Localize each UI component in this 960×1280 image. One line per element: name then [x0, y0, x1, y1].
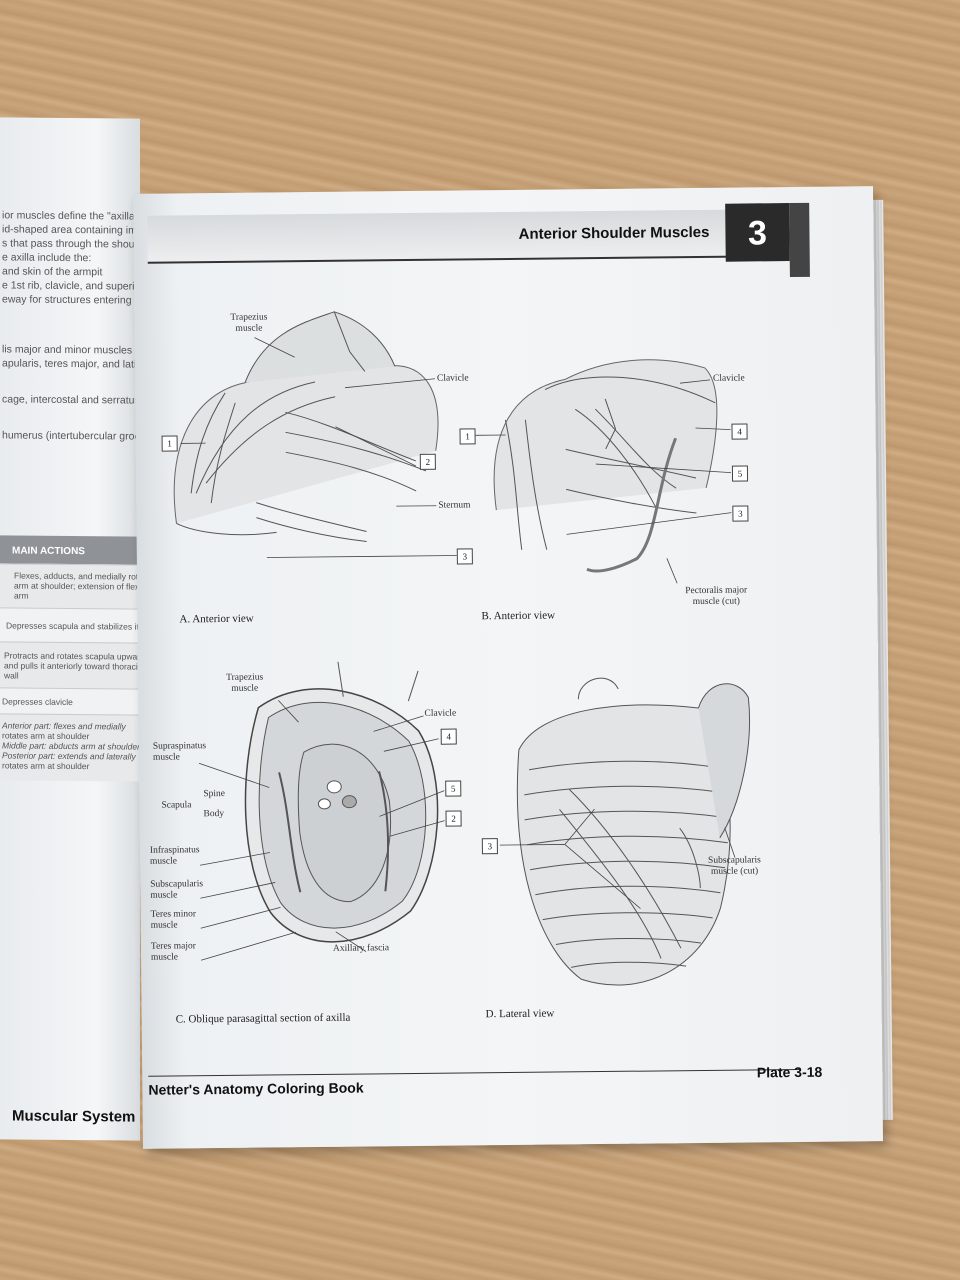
footer-plate-number: Plate 3-18 [756, 1063, 823, 1081]
anatomy-illustrations [173, 311, 751, 986]
figure-a-drawing [173, 311, 439, 542]
label-teres-major-c: Teres major muscle [150, 941, 196, 963]
figure-d-drawing [516, 677, 751, 986]
left-text-line: e axilla include the: [2, 251, 92, 265]
action-text: arm at shoulder; extension of flexed [14, 580, 140, 592]
number-box[interactable]: 2 [419, 453, 436, 470]
figure-c-title: C. Oblique parasagittal section of axill… [175, 1011, 351, 1026]
left-text-line: and skin of the armpit [2, 265, 103, 279]
footer-book-title: Netter's Anatomy Coloring Book [148, 1079, 364, 1098]
label-clavicle-a: Clavicle [436, 373, 469, 384]
action-row: Protracts and rotates scapula upward and… [0, 641, 140, 690]
left-text-line: ior muscles define the "axilla" [2, 209, 139, 223]
number-box[interactable]: 2 [445, 810, 462, 827]
left-page: ior muscles define the "axilla" id-shape… [0, 117, 140, 1141]
label-body-c: Body [203, 808, 225, 820]
number-box[interactable]: 4 [731, 423, 748, 440]
number-box[interactable]: 1 [161, 435, 178, 452]
left-text-line: apularis, teres major, and latissimu [2, 357, 140, 371]
action-row: Depresses scapula and stabilizes it [0, 607, 140, 644]
left-text-line: lis major and minor muscles [2, 343, 133, 357]
action-text: and pulls it anteriorly toward thoracic [4, 660, 140, 672]
number-box[interactable]: 3 [481, 838, 498, 855]
label-sternum-a: Sternum [438, 500, 471, 511]
left-text-line: id-shaped area containing impo [2, 223, 140, 237]
label-pectoralis-b: Pectoralis major muscle (cut) [685, 585, 748, 608]
figure-d-title: D. Lateral view [485, 1007, 555, 1021]
number-box[interactable]: 4 [440, 728, 457, 745]
label-axillary-fascia-c: Axillary fascia [332, 943, 390, 954]
number-box[interactable]: 5 [445, 780, 462, 797]
label-trapezius-a: Trapezius muscle [230, 312, 268, 334]
label-subscapularis-c: Subscapularis muscle [150, 879, 204, 901]
label-teres-minor-c: Teres minor muscle [150, 909, 197, 931]
figure-a-title: A. Anterior view [179, 612, 254, 626]
action-text: Depresses scapula and stabilizes it [6, 620, 139, 632]
action-text: rotates arm at shoulder [2, 760, 90, 772]
left-footer: Muscular System [12, 1107, 136, 1126]
label-scapula-c: Scapula [161, 800, 192, 811]
label-infraspinatus-c: Infraspinatus muscle [149, 845, 200, 867]
number-box[interactable]: 3 [456, 548, 473, 565]
label-supraspinatus-c: Supraspinatus muscle [152, 741, 207, 763]
action-text: wall [4, 670, 19, 681]
left-text-line: cage, intercostal and serratus ante [2, 393, 140, 407]
left-text-line: eway for structures entering or lea [2, 293, 140, 307]
action-text: arm [14, 590, 29, 601]
label-trapezius-c: Trapezius muscle [226, 672, 264, 694]
action-text: Depresses clavicle [2, 696, 73, 708]
left-text-line: humerus (intertubercular groove) [2, 429, 140, 443]
number-box[interactable]: 1 [459, 428, 476, 445]
label-clavicle-b: Clavicle [712, 373, 745, 384]
action-row: Depresses clavicle [0, 687, 140, 716]
main-actions-header: MAIN ACTIONS [0, 535, 140, 565]
left-text-line: s that pass through the shoulder re [2, 237, 140, 251]
label-spine-c: Spine [203, 788, 226, 800]
label-subscapularis-d: Subscapularis muscle (cut) [707, 855, 761, 877]
figure-b-drawing [493, 359, 718, 573]
right-page: Anterior Shoulder Muscles 3 [133, 186, 883, 1149]
number-box[interactable]: 5 [731, 465, 749, 482]
left-text-line: e 1st rib, clavicle, and superior par [2, 279, 140, 293]
action-row: Flexes, adducts, and medially rotates ar… [0, 563, 140, 610]
number-box[interactable]: 3 [732, 505, 749, 522]
figure-c-drawing [244, 661, 439, 943]
figure-b-title: B. Anterior view [481, 609, 556, 623]
label-clavicle-c: Clavicle [424, 708, 457, 719]
action-row: Anterior part: flexes and medially rotat… [0, 713, 140, 782]
